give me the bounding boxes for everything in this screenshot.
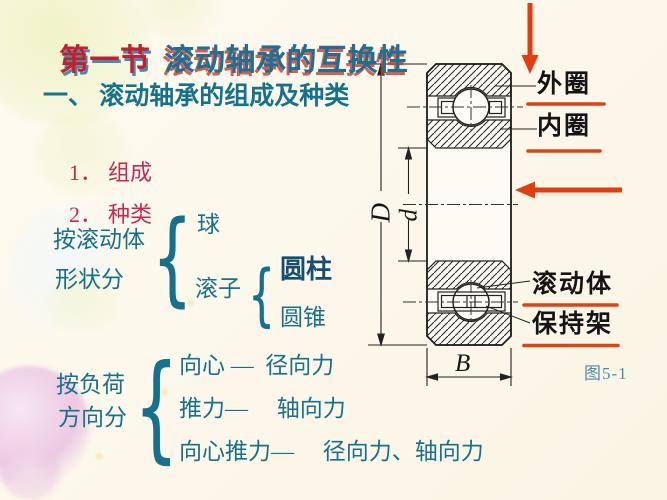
figure-caption: 图5-1 bbox=[584, 364, 628, 383]
label-cage: 保持架 bbox=[532, 311, 614, 338]
load-class-label-line1: 按负荷 bbox=[56, 372, 125, 397]
list-item-1-text: 组成 bbox=[108, 160, 153, 185]
title-text: 滚动轴承的互换性 bbox=[164, 44, 409, 77]
decor-sparkle bbox=[186, 298, 195, 307]
inner-ring-top bbox=[426, 119, 512, 149]
dimension-lines bbox=[368, 62, 514, 386]
roller-type-cylindrical: 圆柱 bbox=[280, 255, 333, 284]
load-line-radial: 向心 — 径向力 bbox=[179, 353, 335, 378]
label-inner-ring: 内圈 bbox=[537, 113, 592, 140]
shape-class-brace: { bbox=[152, 199, 193, 318]
decor-sparkle bbox=[118, 160, 127, 169]
bearing-cross-section bbox=[403, 63, 523, 346]
list-item-2-num: 2． bbox=[69, 202, 103, 227]
list-item-1-num: 1． bbox=[69, 160, 103, 185]
label-rolling-element: 滚动体 bbox=[532, 271, 614, 298]
bearing-outline bbox=[426, 63, 512, 346]
decor-sparkle bbox=[160, 388, 169, 397]
subtitle: 一、 滚动轴承的组成及种类 bbox=[43, 83, 350, 110]
load-class-brace: { bbox=[134, 340, 179, 475]
red-underlines bbox=[522, 102, 620, 348]
list-item-2-text: 种类 bbox=[108, 202, 153, 227]
shape-roller: 滚子 bbox=[195, 276, 241, 301]
page-title: 第一节滚动轴承的互换性 bbox=[27, 16, 409, 106]
dim-outer-diameter: D bbox=[365, 203, 396, 223]
dim-width: B bbox=[455, 350, 471, 377]
shape-ball: 球 bbox=[197, 212, 220, 237]
center-lines bbox=[403, 85, 523, 324]
list-item-1: 1．组成 bbox=[47, 140, 152, 206]
load-line-angular: 向心推力— 径向力、轴向力 bbox=[179, 439, 484, 464]
label-outer-ring: 外圈 bbox=[537, 71, 592, 98]
dim-bore-diameter: d bbox=[395, 209, 423, 222]
leader-lines bbox=[476, 85, 537, 324]
red-arrow-left-icon bbox=[515, 181, 622, 199]
load-line-thrust: 推力— 轴向力 bbox=[179, 396, 346, 421]
roller-type-tapered: 圆锥 bbox=[280, 305, 326, 330]
roller-brace: { bbox=[248, 256, 275, 335]
decor-sparkle bbox=[95, 452, 104, 461]
list-item-2: 2．种类 bbox=[47, 182, 152, 248]
shape-class-label-line2: 形状分 bbox=[55, 267, 124, 292]
load-class-label-line2: 方向分 bbox=[58, 405, 127, 430]
title-section: 第一节 bbox=[59, 44, 151, 77]
decor-sparkle bbox=[222, 48, 231, 57]
red-arrow-down-icon bbox=[521, 3, 539, 74]
shape-class-label-line1: 按滚动体 bbox=[53, 227, 145, 252]
